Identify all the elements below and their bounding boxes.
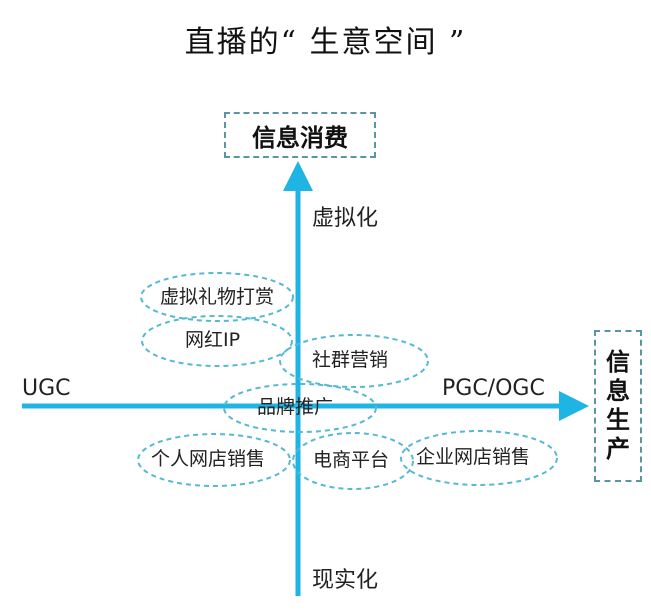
bubble-label-community-marketing: 社群营销 [312, 349, 389, 371]
bubble-ellipse-influencer-ip [141, 315, 293, 367]
info-production-char: 生 [606, 406, 630, 434]
info-production-char: 信 [606, 348, 630, 377]
bubble-ellipse-enterprise-store [400, 430, 558, 486]
bubble-label-personal-store: 个人网店销售 [151, 448, 266, 470]
info-production-box: 信息生产 [594, 330, 642, 482]
diagram-title: 直播的“ 生意空间 ” [184, 25, 467, 60]
bubble-label-virtual-gift: 虚拟礼物打赏 [160, 286, 275, 308]
info-production-label: 信息生产 [605, 348, 631, 463]
info-production-char: 产 [606, 434, 630, 463]
bubble-ellipse-personal-store [137, 433, 291, 487]
info-production-char: 息 [606, 377, 630, 406]
bubble-label-brand-promotion: 品牌推广 [257, 396, 334, 418]
bubble-label-influencer-ip: 网红IP [185, 329, 241, 351]
bubble-ellipse-virtual-gift [140, 272, 294, 322]
bubble-ellipse-brand-promotion [223, 383, 377, 433]
pgc-ogc-label: PGC/OGC [442, 376, 545, 401]
info-consumption-box: 信息消费 [224, 112, 376, 158]
virtualization-label: 虚拟化 [312, 206, 379, 231]
realization-label: 现实化 [312, 568, 379, 593]
ugc-label: UGC [22, 376, 71, 401]
bubble-label-ecommerce-platform: 电商平台 [313, 449, 390, 471]
bubble-ellipse-ecommerce-platform [292, 432, 414, 490]
bubble-ellipse-community-marketing [279, 334, 429, 388]
bubble-label-enterprise-store: 企业网店销售 [416, 446, 531, 468]
